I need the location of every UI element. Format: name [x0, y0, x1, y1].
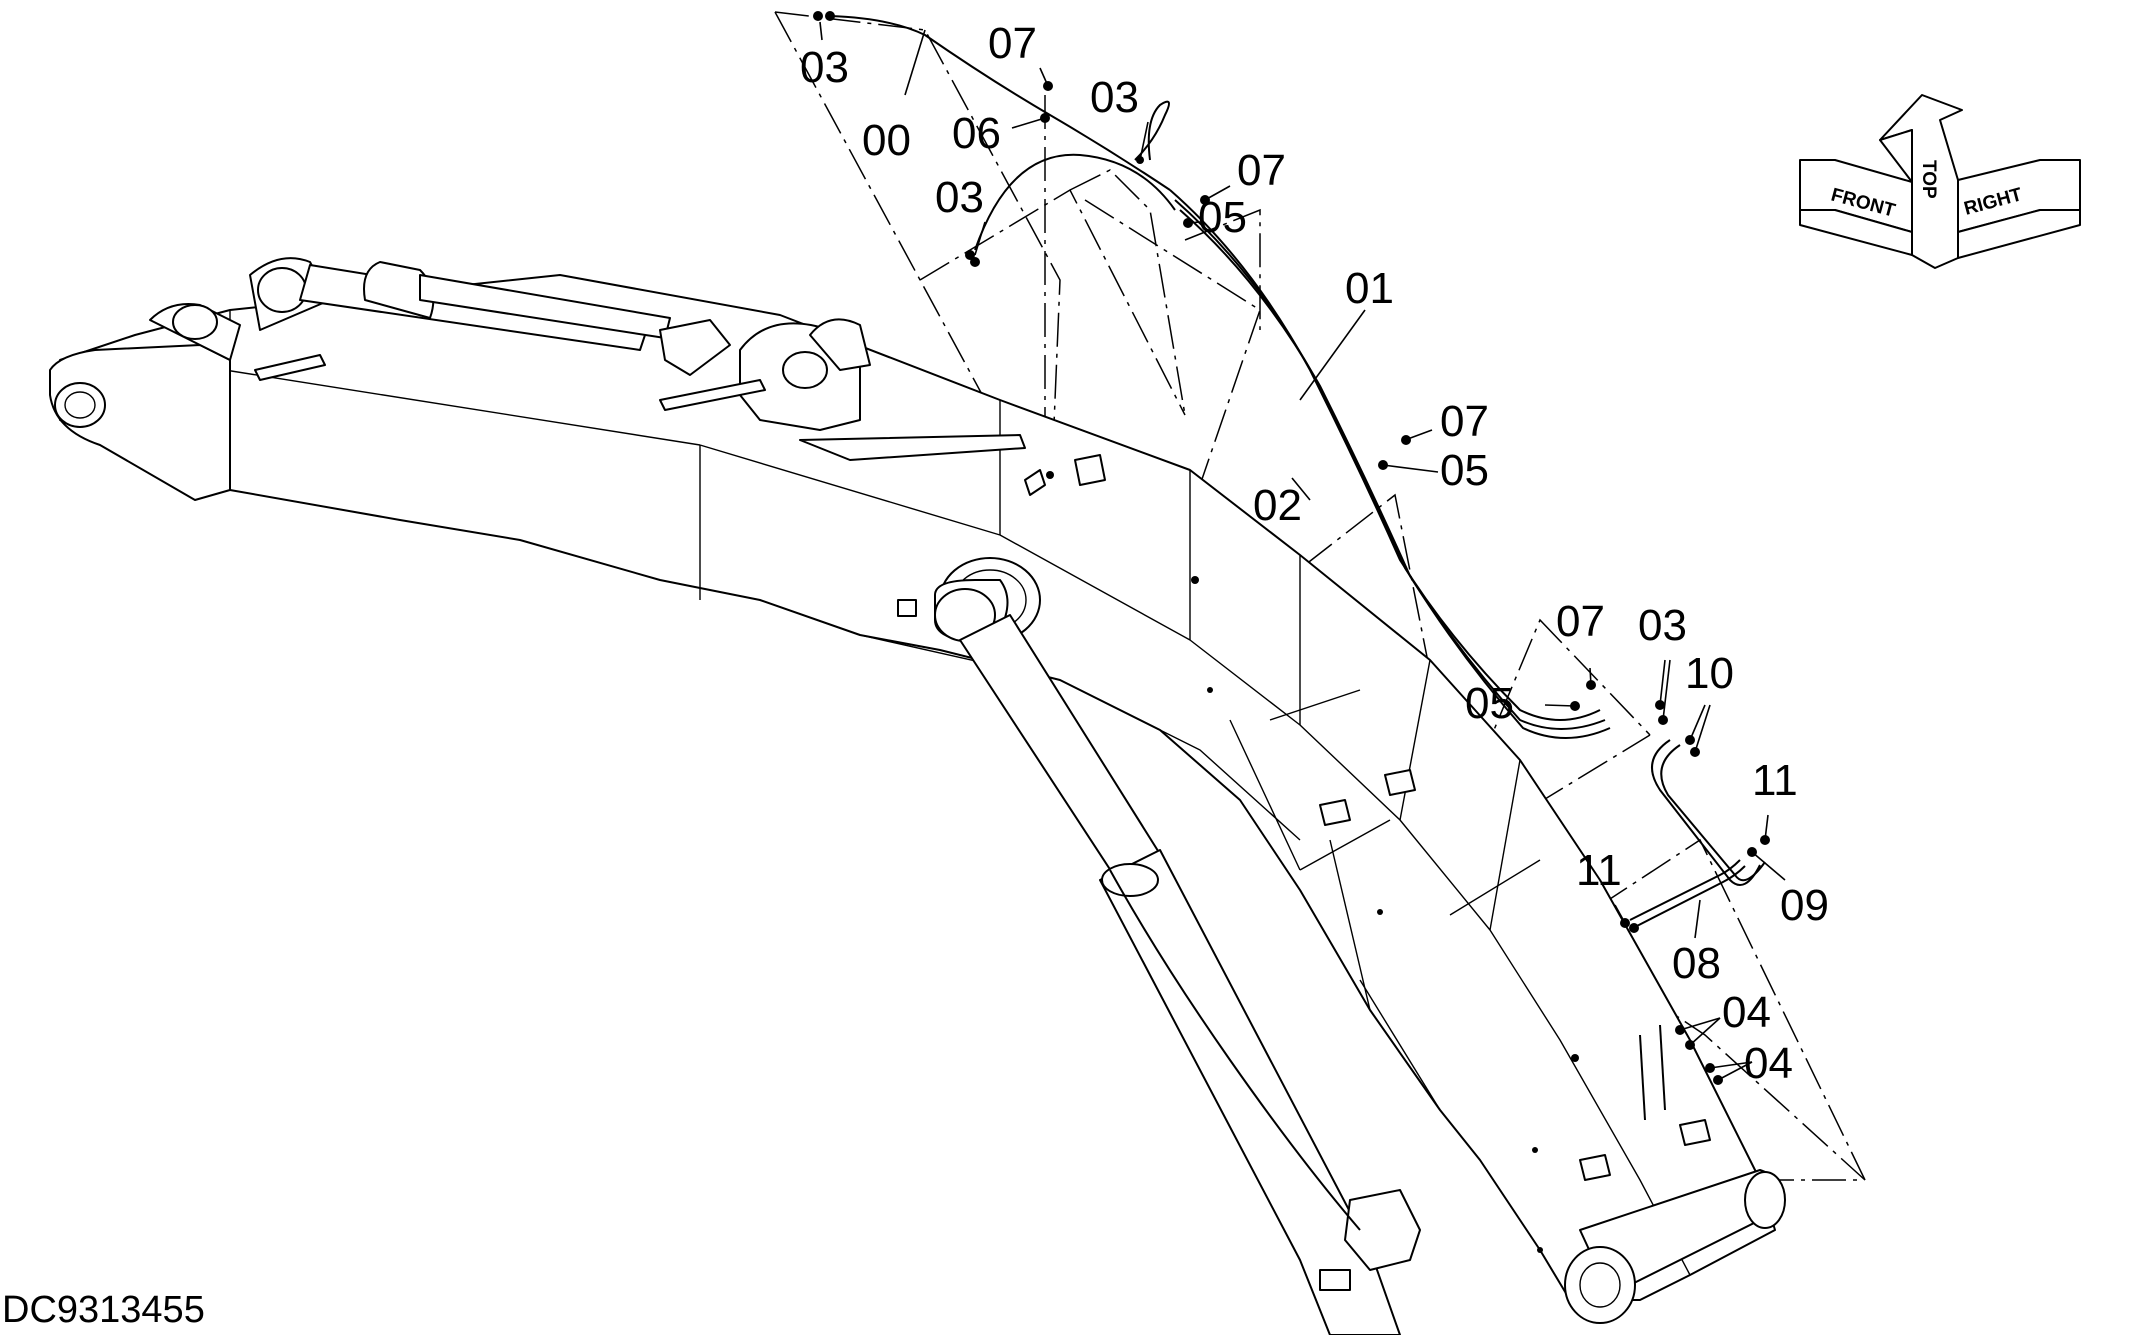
- callout-07: 07: [1237, 146, 1286, 195]
- callout-06: 06: [952, 109, 1001, 158]
- callout-05: 05: [1198, 193, 1247, 242]
- callout-02: 02: [1253, 481, 1302, 530]
- callout-03: 03: [1090, 73, 1139, 122]
- callout-03: 03: [935, 173, 984, 222]
- callout-07: 07: [1440, 397, 1489, 446]
- callout-03: 03: [1638, 601, 1687, 650]
- callout-04: 04: [1722, 988, 1771, 1037]
- callout-09: 09: [1780, 881, 1829, 930]
- callout-05: 05: [1465, 679, 1514, 728]
- boom-structure: [49, 257, 1786, 1335]
- callout-08: 08: [1672, 939, 1721, 988]
- callout-04: 04: [1744, 1039, 1793, 1088]
- callout-03: 03: [800, 43, 849, 92]
- callout-10: 10: [1685, 649, 1734, 698]
- callout-05: 05: [1440, 446, 1489, 495]
- orientation-compass: FRONT RIGHT TOP: [1799, 94, 2081, 269]
- callout-00: 00: [862, 116, 911, 165]
- compass-top-label: TOP: [1918, 160, 1939, 199]
- drawing-id: DC9313455: [2, 1289, 205, 1331]
- leader-lines: [819, 21, 1786, 1081]
- hose-lines: [829, 15, 1766, 1231]
- callout-07: 07: [988, 19, 1037, 68]
- callout-11: 11: [1752, 756, 1798, 805]
- callout-01: 01: [1345, 264, 1394, 313]
- callout-11: 11: [1576, 846, 1622, 895]
- callout-07: 07: [1556, 597, 1605, 646]
- callout-numbers: 03 00 07 06 03 03 07 05 01 07 05 02 07 0…: [800, 19, 1829, 1088]
